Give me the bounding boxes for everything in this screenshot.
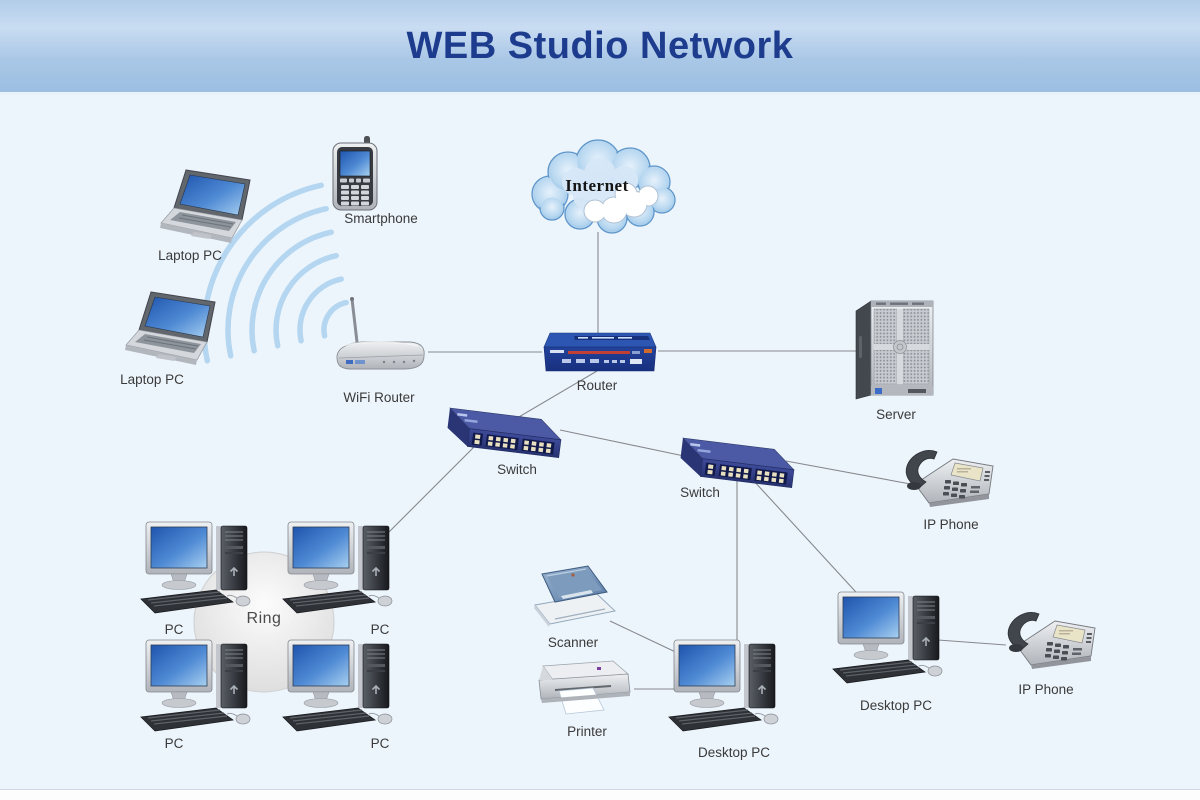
scanner-icon[interactable] [533, 565, 616, 628]
label-desktop-pc-2: Desktop PC [859, 698, 933, 713]
label-wifi-router: WiFi Router [343, 390, 415, 405]
label-desktop-pc-1: Desktop PC [697, 745, 771, 760]
desktop-pc-icon[interactable] [832, 591, 943, 684]
connection-router-switch-1 [506, 370, 598, 425]
connection-switch-2-desktop-pc-2 [752, 479, 867, 604]
label-ring: Ring [246, 610, 282, 627]
label-printer: Printer [567, 724, 607, 739]
label-ip-phone-1: IP Phone [923, 517, 979, 532]
server-icon[interactable] [855, 300, 934, 400]
label-smartphone: Smartphone [344, 211, 418, 226]
connection-switch-1-pc-2 [385, 446, 475, 536]
label-pc-4: PC [370, 736, 390, 751]
pc-icon[interactable] [282, 521, 393, 614]
title-banner: WEB Studio Network [0, 0, 1200, 95]
pc-icon[interactable] [282, 639, 393, 732]
label-switch-1: Switch [497, 462, 537, 477]
printer-icon[interactable] [538, 660, 631, 715]
ip-phone-icon[interactable] [1007, 611, 1096, 670]
label-server: Server [876, 407, 916, 422]
label-router: Router [576, 378, 618, 393]
connection-switch-2-ip-phone-1 [785, 460, 917, 486]
connection-desktop-pc-2-ip-phone-2 [937, 639, 1007, 646]
connection-scanner-desktop-pc-1 [609, 620, 685, 657]
switch-icon[interactable] [678, 437, 797, 489]
desktop-pc-icon[interactable] [668, 639, 779, 732]
label-pc-3: PC [164, 736, 184, 751]
label-pc-1: PC [164, 622, 184, 637]
label-switch-2: Switch [680, 485, 720, 500]
pc-icon[interactable] [140, 639, 251, 732]
page-title: WEB Studio Network [406, 24, 794, 67]
label-internet: Internet [565, 176, 629, 195]
wifi-router-icon[interactable] [335, 295, 426, 371]
label-pc-2: PC [370, 622, 390, 637]
label-laptop-pc-1: Laptop PC [158, 248, 222, 263]
laptop-pc-icon[interactable] [159, 169, 251, 244]
label-scanner: Scanner [547, 635, 599, 650]
label-laptop-pc-2: Laptop PC [120, 372, 184, 387]
switch-icon[interactable] [445, 407, 564, 459]
ip-phone-icon[interactable] [905, 449, 994, 508]
router-icon[interactable] [543, 332, 657, 372]
connection-switch-1-switch-2 [559, 429, 685, 457]
connection-wires [385, 232, 1007, 690]
laptop-pc-icon[interactable] [124, 291, 216, 366]
label-ip-phone-2: IP Phone [1018, 682, 1074, 697]
smartphone-icon[interactable] [332, 135, 378, 211]
footer-strip [0, 789, 1200, 800]
